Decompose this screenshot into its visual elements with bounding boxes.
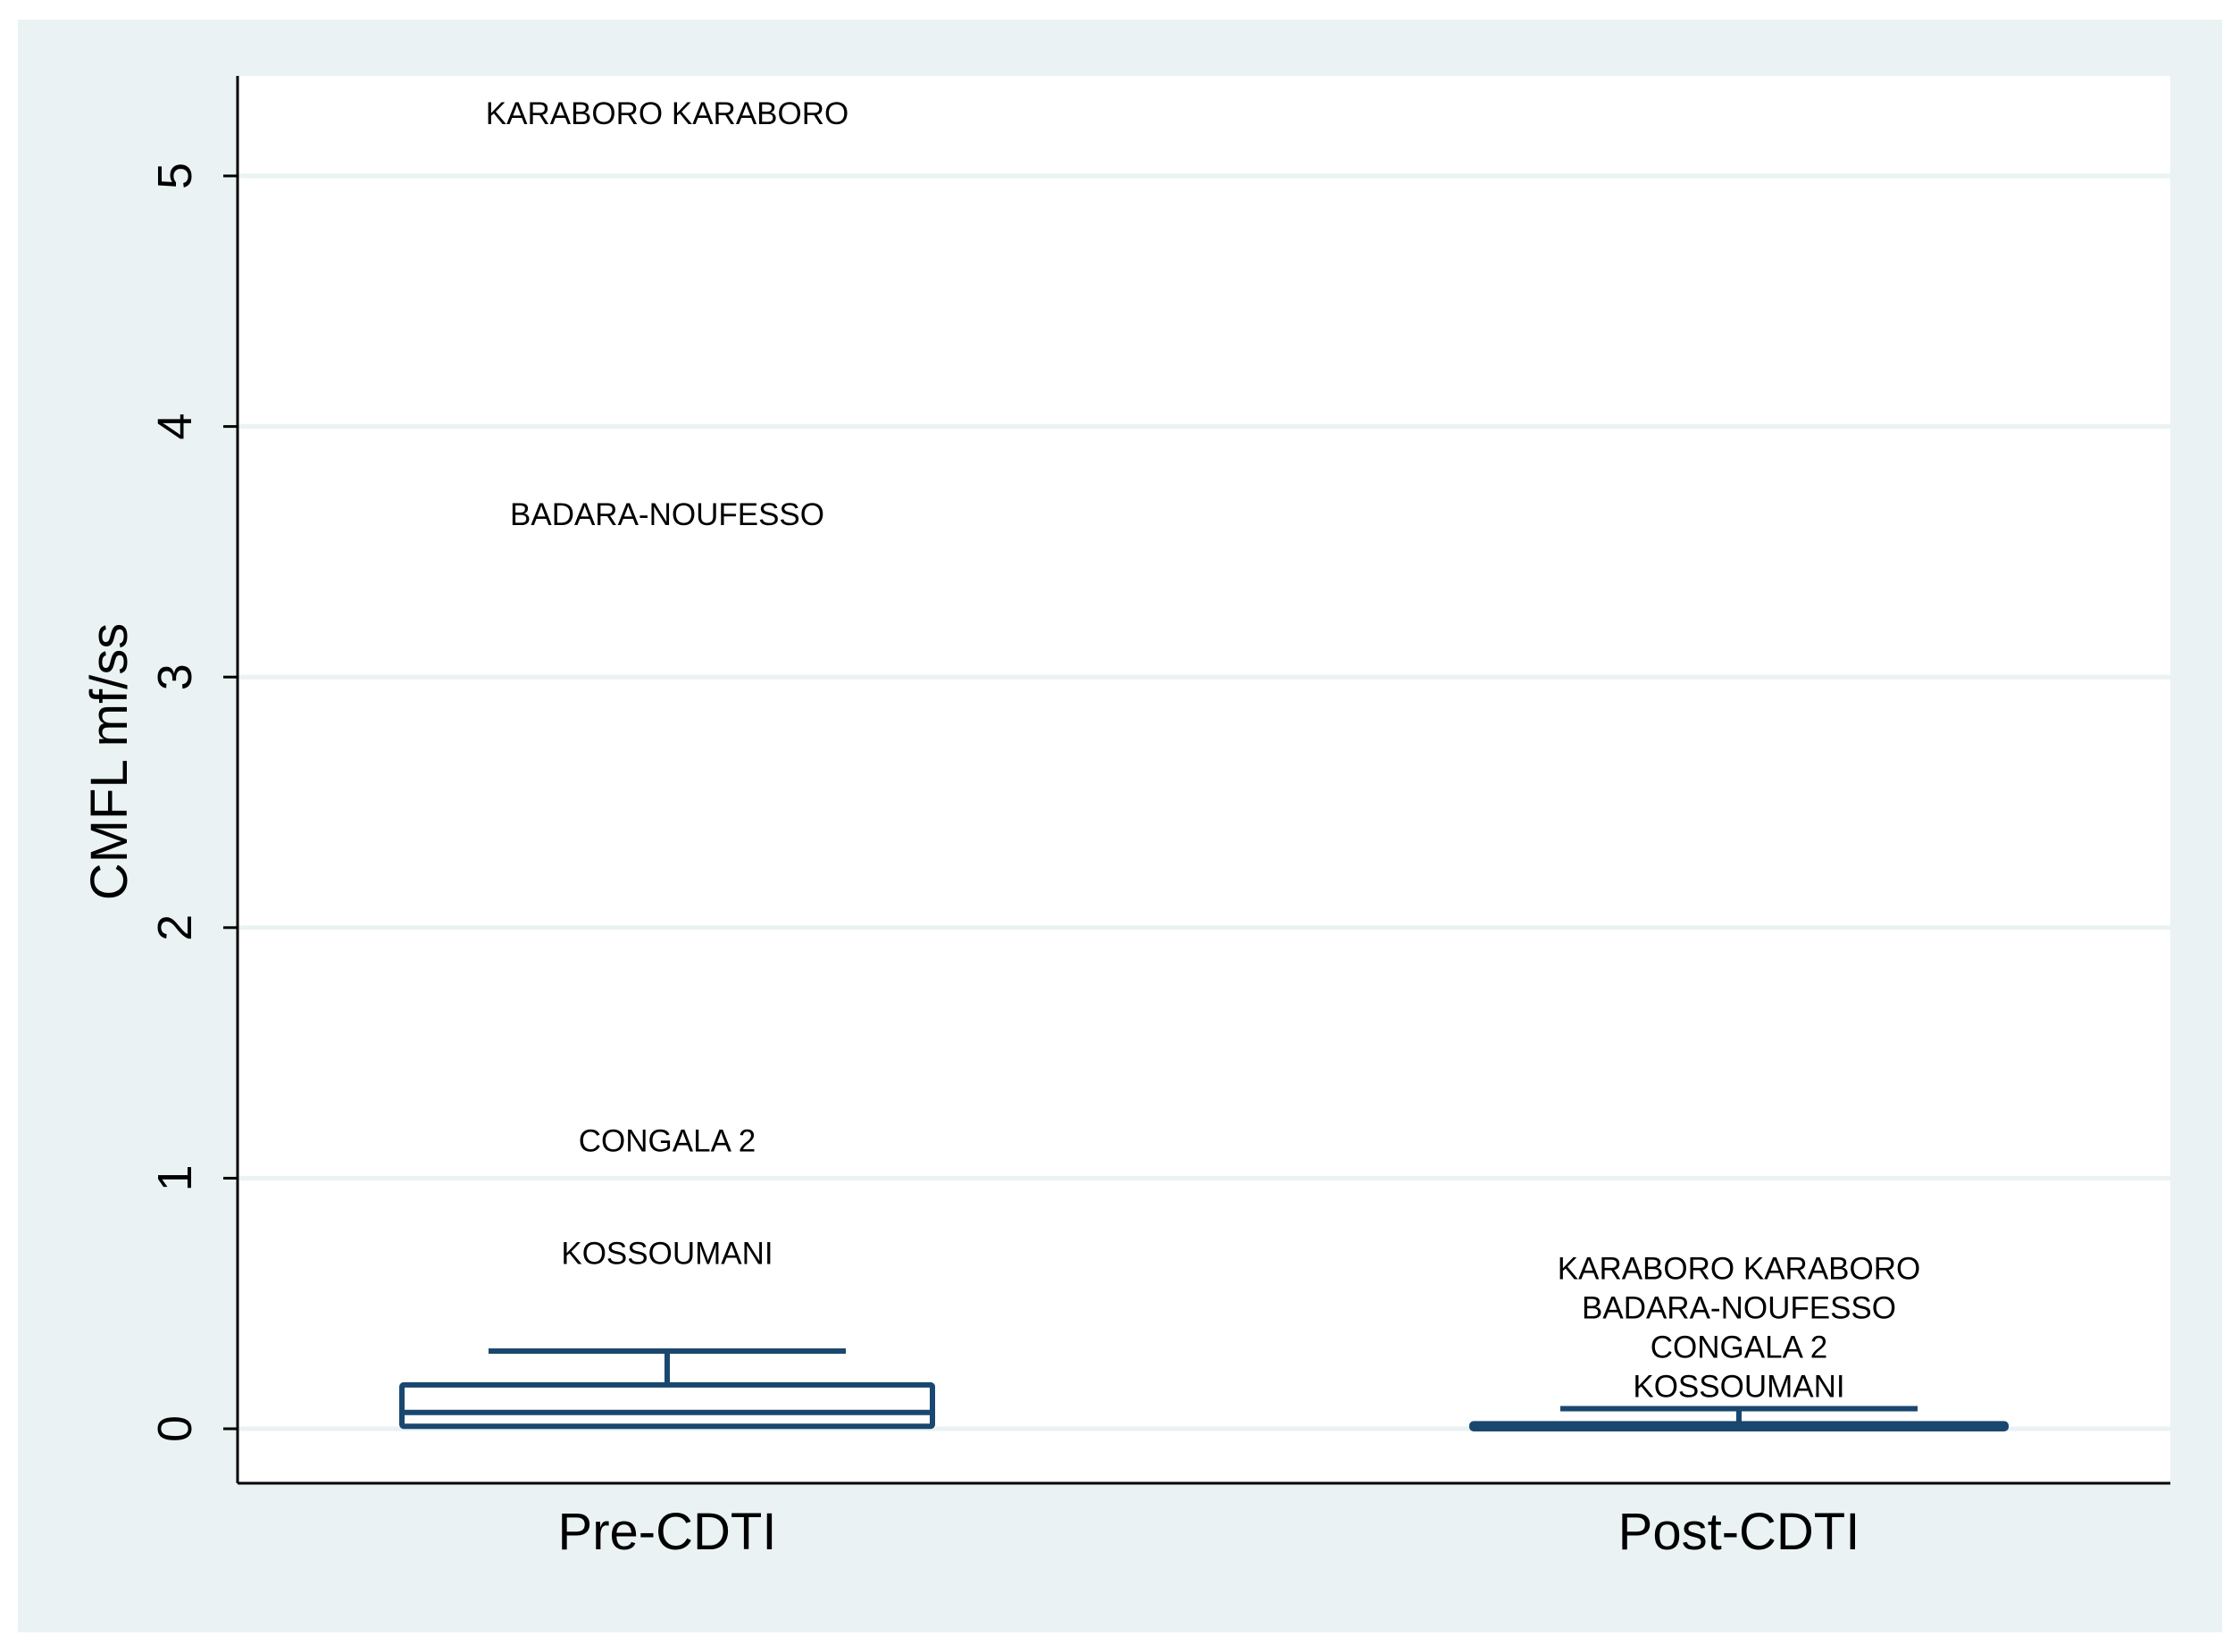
plot-area	[238, 76, 2170, 1483]
outlier-label: CONGALA 2	[1651, 1330, 1827, 1364]
box-1: KOSSOUMANI CONGALA 2 BADARA-NOUFESSO KARABO…	[1469, 1251, 2009, 1431]
outlier-label: CONGALA 2	[579, 1123, 756, 1158]
y-tick-label: 4	[148, 413, 202, 440]
outlier-label: KARABORO KARABORO	[486, 96, 848, 131]
y-tick-label: 2	[148, 914, 202, 941]
outlier-label: KARABORO KARABORO	[1558, 1251, 1920, 1286]
box-0: KOSSOUMANI CONGALA 2 BADARA-NOUFESSO KARABO…	[399, 96, 935, 1430]
x-category-label: Post-CDTI	[1618, 1503, 1860, 1561]
outlier-label: KOSSOUMANI	[561, 1237, 773, 1272]
box-iqr	[399, 1381, 935, 1430]
outlier-label: BADARA-NOUFESSO	[1582, 1290, 1896, 1325]
y-axis-label: CMFL mf/ss	[80, 623, 138, 900]
outlier-label: BADARA-NOUFESSO	[510, 497, 824, 532]
y-tick-label: 3	[148, 663, 202, 690]
y-tick-label: 1	[148, 1164, 202, 1191]
y-tick-label: 5	[148, 163, 202, 189]
y-tick-label: 0	[148, 1415, 202, 1442]
outlier-label: KOSSOUMANI	[1633, 1369, 1844, 1404]
x-category-label: Pre-CDTI	[558, 1503, 777, 1561]
